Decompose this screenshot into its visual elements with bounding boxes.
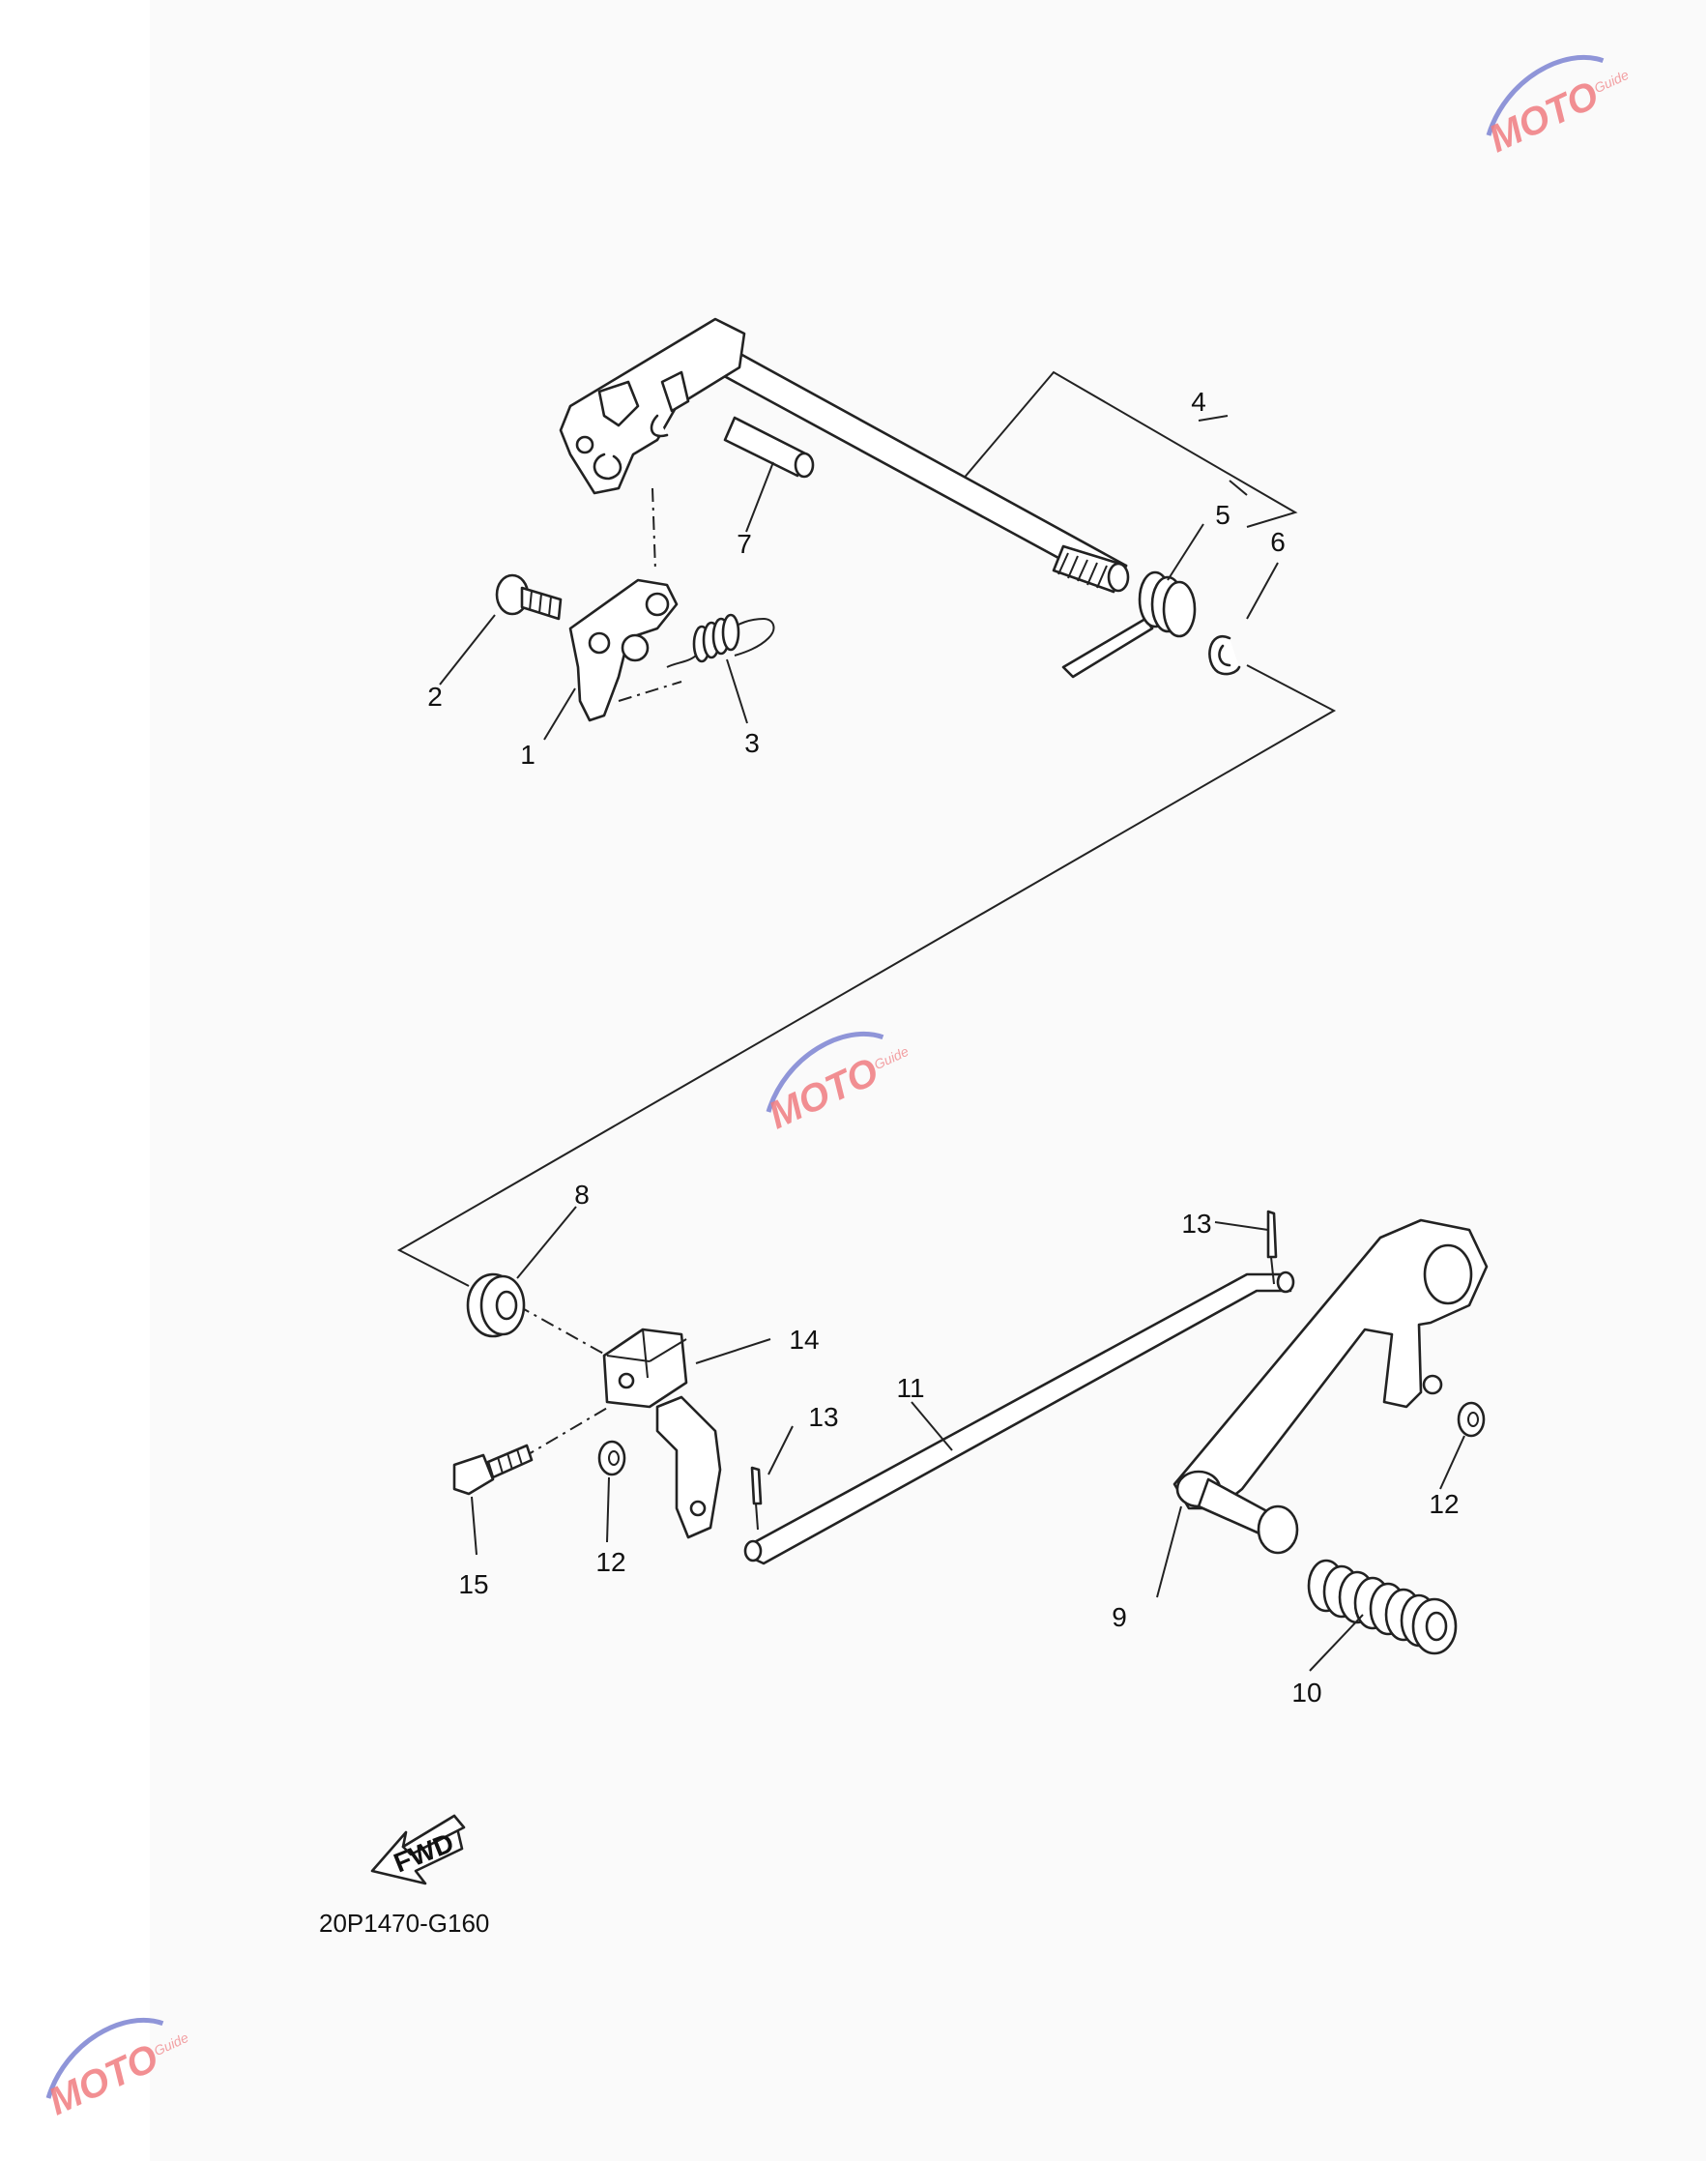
lever-joint (452, 1328, 722, 1539)
callout-15: 15 (458, 1569, 488, 1599)
watermark-mark: MOTO (1483, 73, 1606, 161)
shift-rod (743, 1210, 1295, 1565)
callout-1: 1 (520, 740, 536, 770)
page-background (150, 0, 1706, 2161)
oil-seal (466, 1272, 526, 1338)
callout-9: 9 (1112, 1602, 1127, 1632)
watermark-top-right: MOTO Guide (1483, 54, 1632, 161)
shift-shaft (559, 317, 1130, 594)
callout-10: 10 (1291, 1678, 1321, 1708)
callout-12-right: 12 (1429, 1489, 1459, 1519)
stopper-parts (495, 573, 775, 722)
callout-4: 4 (1191, 387, 1206, 417)
callout-5: 5 (1215, 500, 1230, 530)
watermark-mark: MOTO (763, 1050, 885, 1137)
callout-12-left: 12 (595, 1547, 625, 1577)
watermark-sub: Guide (152, 2030, 191, 2059)
shift-pedal (1172, 1218, 1489, 1655)
callout-7: 7 (737, 529, 752, 559)
callout-11: 11 (896, 1373, 924, 1403)
callout-numbers: 1 2 3 4 5 6 7 8 9 10 11 12 12 13 13 14 1… (427, 387, 1459, 1708)
callout-2: 2 (427, 682, 443, 712)
watermark-sub: Guide (1592, 67, 1632, 96)
return-spring-and-circlip (1061, 570, 1241, 679)
callout-8: 8 (574, 1180, 590, 1210)
callout-3: 3 (744, 728, 760, 758)
assembly-lines (396, 370, 1337, 1459)
diagram-code: 20P1470-G160 (319, 1909, 489, 1938)
watermark-bottom-left: MOTO Guide (43, 2017, 191, 2123)
callout-14: 14 (789, 1325, 819, 1355)
callout-13-left: 13 (808, 1402, 838, 1432)
callout-leaders (439, 415, 1465, 1672)
callout-6: 6 (1270, 527, 1286, 557)
watermark-mark: MOTO (43, 2036, 165, 2123)
callout-13-right: 13 (1181, 1209, 1211, 1239)
watermark-sub: Guide (872, 1043, 912, 1072)
fwd-arrow: FWD (370, 1814, 466, 1885)
